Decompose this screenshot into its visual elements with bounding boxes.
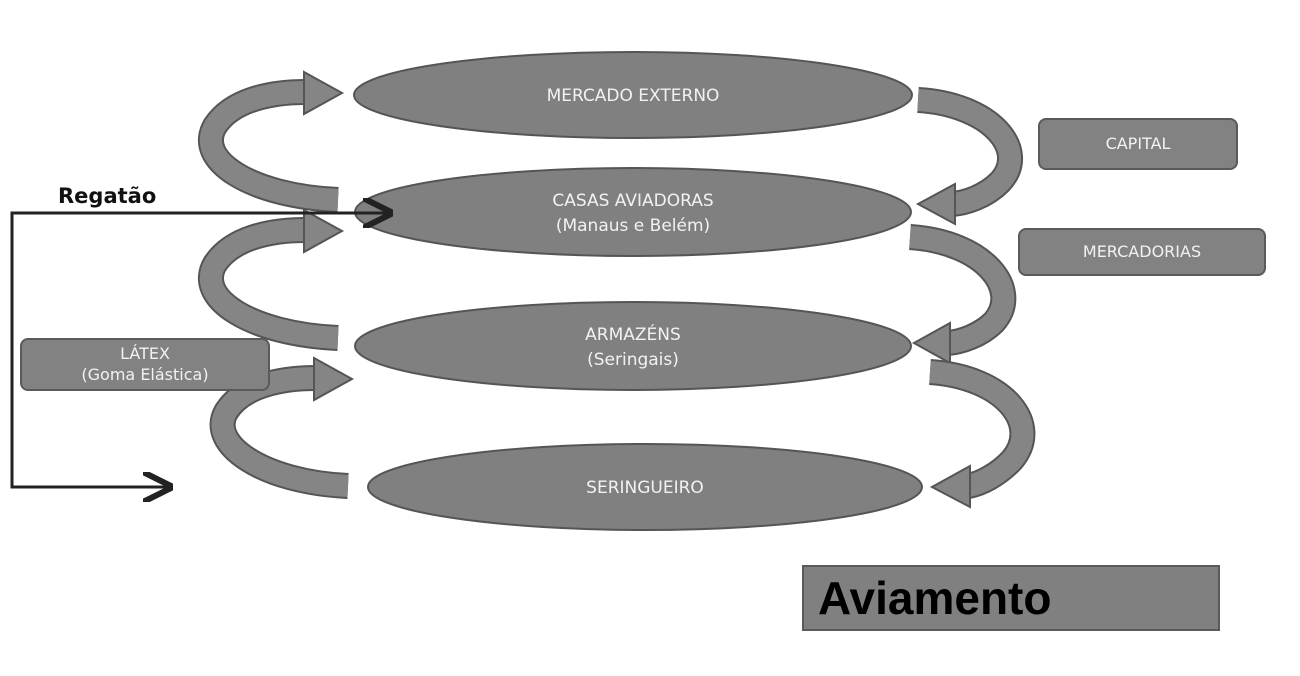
mercadorias-label: MERCADORIAS [1082,241,1202,261]
mercadorias-box: MERCADORIAS [1018,228,1266,276]
capital-flow-arrows [908,87,1036,509]
regatao-line [10,211,388,489]
curved-arrow-up-icon [198,208,345,351]
node-seringueiro: SERINGUEIRO [367,443,923,531]
curved-arrow-down-icon [915,87,1023,226]
node-sublabel: (Manaus e Belém) [556,216,710,236]
regatao-label: Regatão [58,184,157,208]
node-label: MERCADO EXTERNO [547,86,720,106]
latex-box: LÁTEX (Goma Elástica) [20,338,270,391]
capital-label: CAPITAL [1105,133,1171,153]
diagram-title: Aviamento [802,565,1220,631]
latex-sublabel: (Goma Elástica) [81,364,209,384]
node-sublabel: (Seringais) [587,350,679,370]
node-casas-aviadoras: CASAS AVIADORAS (Manaus e Belém) [354,167,912,257]
curved-arrow-up-icon [209,356,355,499]
node-label: SERINGUEIRO [586,478,704,498]
curved-arrow-down-icon [928,359,1036,509]
latex-label: LÁTEX [120,343,170,363]
capital-box: CAPITAL [1038,118,1238,170]
curved-arrow-down-icon [908,224,1017,365]
curved-arrow-up-icon [198,70,345,213]
node-mercado-externo: MERCADO EXTERNO [353,51,913,139]
node-label: CASAS AVIADORAS [552,191,713,211]
node-armazens: ARMAZÉNS (Seringais) [354,301,912,391]
regatao-connector [10,211,390,489]
latex-flow-arrows [198,70,355,499]
node-label: ARMAZÉNS [585,323,681,345]
